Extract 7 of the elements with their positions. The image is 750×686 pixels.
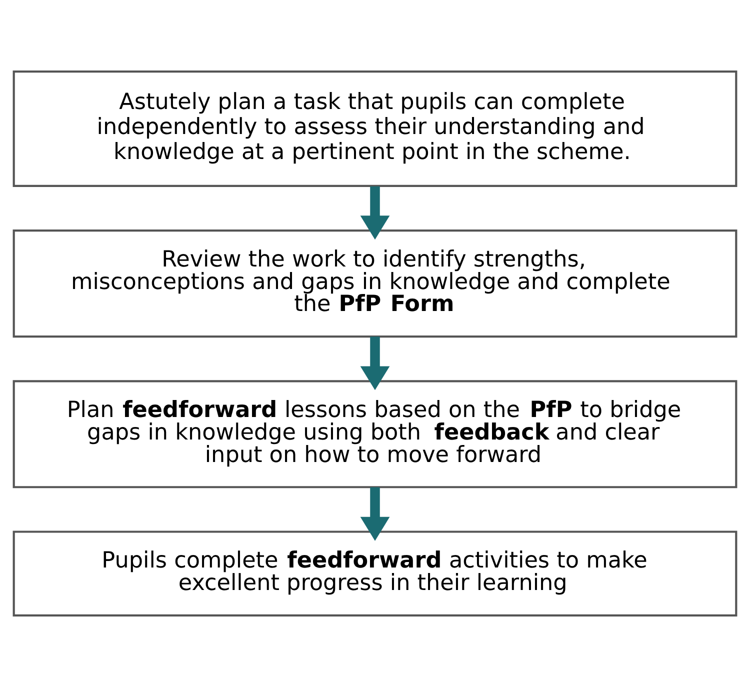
node-box: Pupils complete feedforward activities to make excellent progress in their learning (12, 530, 738, 616)
arrow (360, 486, 390, 540)
node-box: Astutely plan a task that pupils can complete independently to assess their understanding and knowledge at a pertinent point in the scheme. (12, 70, 738, 186)
node-box: Review the work to identify strengths, misconceptions and gaps in knowledge and complete the PfP Form (12, 229, 738, 338)
arrow (360, 336, 390, 390)
arrow (360, 186, 390, 240)
node-box: Plan feedforward lessons based on the PfP to bridge gaps in knowledge using both feedback and clear input on how to move forward (12, 380, 738, 488)
